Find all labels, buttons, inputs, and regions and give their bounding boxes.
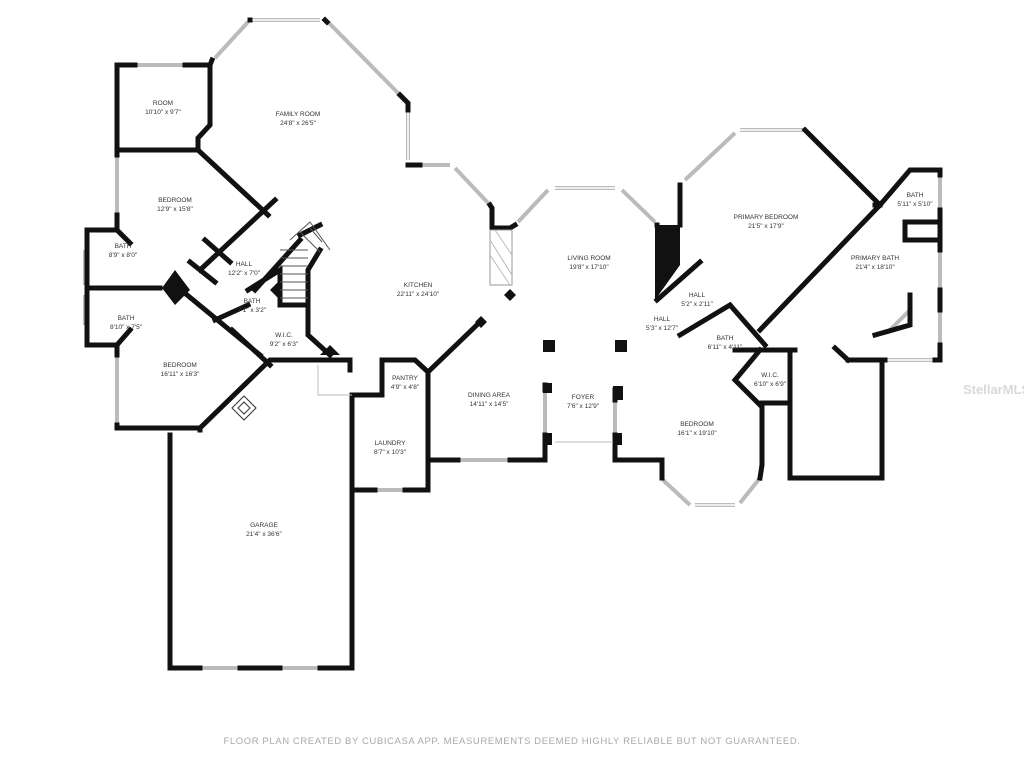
walls — [84, 16, 943, 671]
room-label: W.I.C.6'10" x 6'9" — [753, 372, 787, 388]
room-label: W.I.C.9'2" x 6'3" — [269, 332, 299, 348]
windows — [83, 18, 942, 670]
footer-disclaimer: FLOOR PLAN CREATED BY CUBICASA APP. MEAS… — [223, 736, 801, 747]
watermark: StellarMLS — [963, 382, 1024, 397]
fixtures — [231, 221, 613, 443]
wall-fills — [162, 225, 680, 445]
